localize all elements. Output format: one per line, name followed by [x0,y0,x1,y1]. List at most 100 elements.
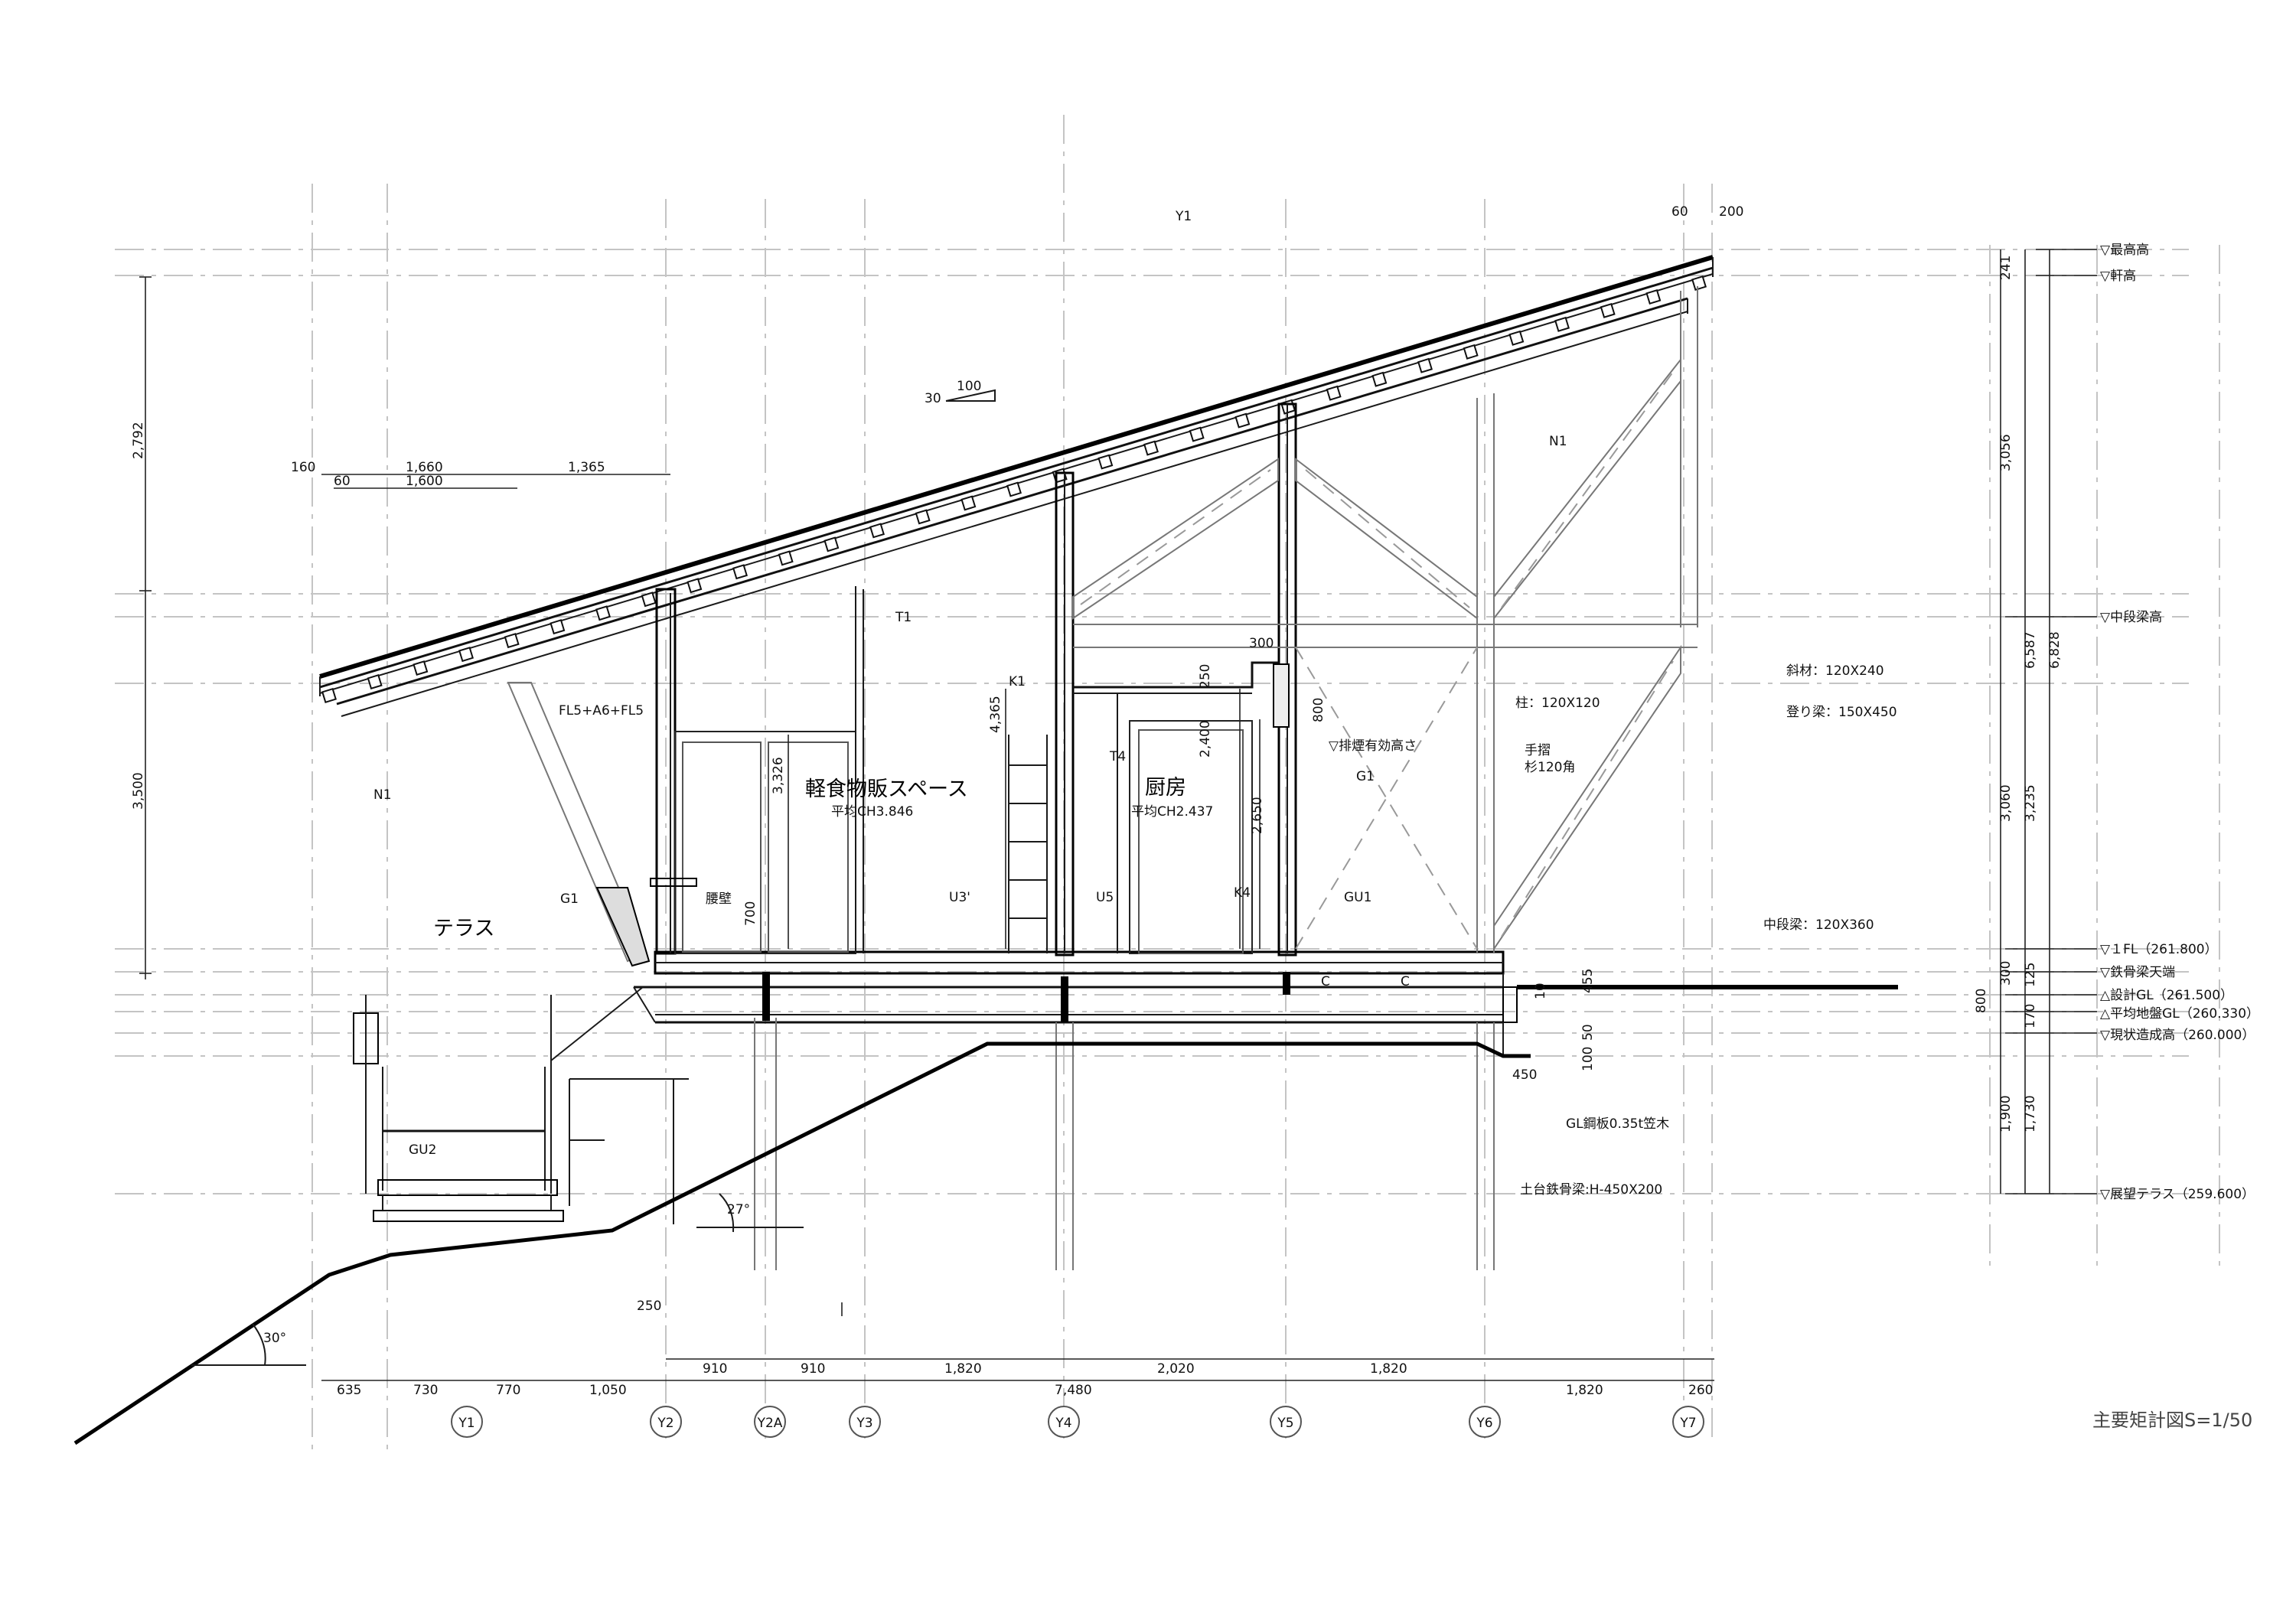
grid-bubble-label: Y2 [657,1416,673,1431]
label-gu1: GU1 [1344,890,1371,905]
grid-bubble-label: Y4 [1055,1416,1071,1431]
label-angle-30: 30° [263,1331,286,1346]
label-angle-27: 27° [727,1202,750,1217]
dim-2020: 2,020 [1157,1361,1195,1377]
level-average-gl: △平均地盤GL（260.330） [2100,1006,2259,1022]
dim-1820c: 1,820 [1566,1383,1603,1398]
roof-purlin [550,619,566,635]
roof-purlin [778,550,794,566]
level-lines [2000,249,2097,1194]
grid-bubble-label: Y5 [1277,1416,1293,1431]
room-shop-ch: 平均CH3.846 [831,804,913,820]
braces [507,357,1681,967]
level-terrace: ▽展望テラス（259.600） [2100,1187,2255,1202]
grid-bubble [650,1406,682,1438]
dim-635: 635 [337,1383,361,1398]
dim-2650: 2,650 [1250,797,1265,834]
dim-7480: 7,480 [1055,1383,1092,1398]
roof-purlin [321,688,337,703]
roof-purlin [641,592,657,608]
roof-purlin [1600,302,1616,318]
dim-800: 800 [1311,698,1326,722]
label-n1-left: N1 [373,787,392,803]
dim-730: 730 [413,1383,438,1398]
room-kitchen: 厨房 [1145,776,1186,800]
label-g1-left: G1 [560,891,579,907]
dim-910a: 910 [703,1361,727,1377]
level-mid-beam: ▽中段梁高 [2100,610,2162,625]
label-slope-100: 100 [957,379,981,394]
roof-purlin [1097,454,1114,470]
label-rafter: 登り梁：150X450 [1786,705,1897,720]
dim-450: 450 [1512,1067,1537,1083]
room-shop: 軽食物販スペース [805,777,968,801]
label-gu2: GU2 [409,1142,436,1158]
angle-27-arc [719,1193,735,1233]
dim-3060: 3,060 [1998,784,2014,822]
level-top: ▽最高高 [2100,243,2149,258]
roof-purlin [504,633,520,649]
dim-60-top: 60 [1671,204,1688,220]
label-c2: C [1401,974,1410,989]
grid-bubble-label: Y3 [856,1416,872,1431]
dim-455: 455 [1580,969,1596,993]
dim-6828: 6,828 [2047,631,2063,669]
label-column: 柱：120X120 [1515,696,1600,711]
level-steel-top: ▽鉄骨梁天端 [2100,965,2175,980]
dim-4365: 4,365 [988,696,1003,733]
roof-purlin [1326,385,1342,401]
openings [650,586,1290,954]
dim-50: 50 [1580,1024,1596,1041]
terrace [353,986,689,1224]
roof-purlin [1645,288,1662,305]
label-u5: U5 [1096,890,1114,905]
dim-1820b: 1,820 [1370,1361,1407,1377]
grid-bubble [1672,1406,1704,1438]
label-g1-right: G1 [1356,769,1375,784]
label-k4: K4 [1234,885,1251,901]
roof-purlin [1417,357,1433,373]
grid-bubble [1469,1406,1501,1438]
dim-770: 770 [496,1383,520,1398]
level-design-gl: △設計GL（261.500） [2100,988,2233,1003]
dim-125: 125 [2023,963,2038,987]
dim-1730: 1,730 [2023,1095,2038,1133]
slope-mark [945,389,996,402]
grid-bubble-label: Y6 [1476,1416,1492,1431]
label-handrail: 手摺 [1525,743,1551,758]
level-labels: ▽最高高 ▽軒高 ▽中段梁高 ▽１FL（261.800） ▽鉄骨梁天端 △設計G… [2100,243,2259,1202]
grid-bubble-label: Y2A [757,1416,783,1431]
level-eave: ▽軒高 [2100,269,2136,284]
grid-bubble [451,1406,483,1438]
dim-100: 100 [1580,1047,1596,1071]
label-k1: K1 [1009,674,1026,689]
roof-purlin [1143,440,1159,456]
room-kitchen-ch: 平均CH2.437 [1131,804,1213,820]
grid-bubble-label: Y1 [458,1416,475,1431]
level-1fl: ▽１FL（261.800） [2100,942,2218,957]
roof-purlin [732,564,748,580]
roof-purlin [367,674,383,690]
dim-60: 60 [334,474,351,489]
roof-purlin [1371,371,1388,387]
roof-purlin [413,660,429,676]
drawing-title: 主要矩計図S=1/50 [2092,1410,2252,1431]
dim-1820a: 1,820 [944,1361,982,1377]
roof-purlin [687,578,703,594]
roof-purlin [1189,426,1205,442]
label-handrail-spec: 杉120角 [1525,760,1575,775]
room-terrace: テラス [433,917,494,940]
label-y1-top: Y1 [1175,209,1192,224]
dim-3056: 3,056 [1998,434,2014,471]
label-glass: FL5+A6+FL5 [559,703,644,719]
roof-purlin [869,523,885,539]
dim-241: 241 [1998,256,2014,280]
dim-170: 170 [2023,1004,2038,1028]
grid-bubble-label: Y7 [1679,1416,1696,1431]
roof-purlin [458,647,474,663]
dim-260: 260 [1688,1383,1713,1398]
roof-purlin [1006,481,1022,497]
ground-profile [73,1041,1531,1445]
level-existing: ▽現状造成高（260.000） [2100,1028,2255,1043]
